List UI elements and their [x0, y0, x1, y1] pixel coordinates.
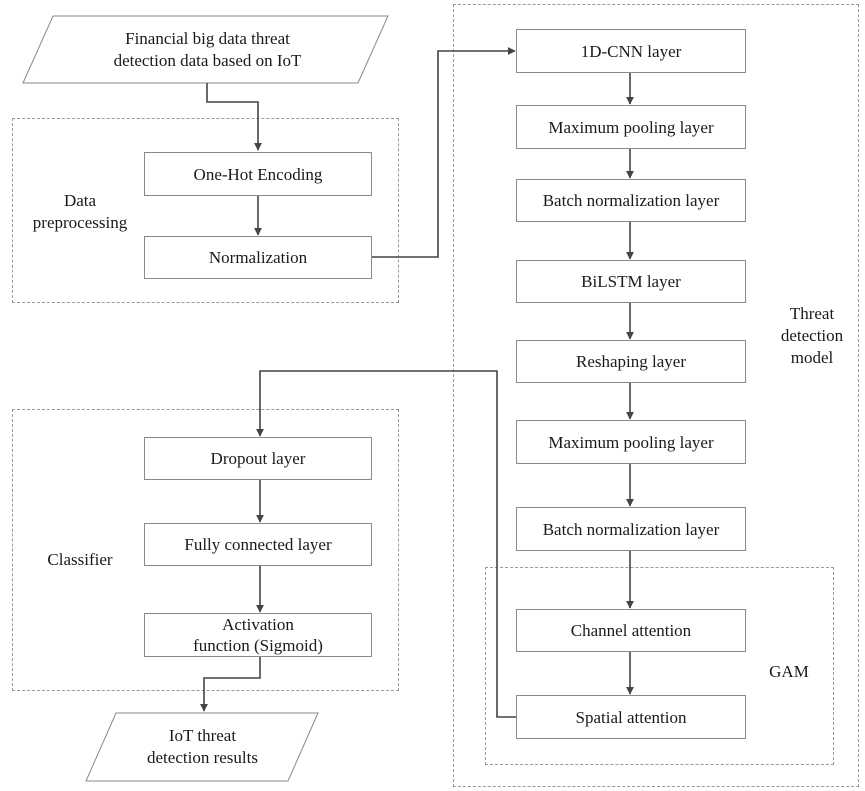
model-layer-reshaping: Reshaping layer: [516, 340, 746, 383]
arrow-normalization-to-cnn: [371, 47, 516, 258]
dropout-layer-box: Dropout layer: [144, 437, 372, 480]
model-label-line-3: model: [790, 348, 834, 367]
activation-function-box: Activation function (Sigmoid): [144, 613, 372, 657]
model-layer-batchnorm-1: Batch normalization layer: [516, 179, 746, 222]
gam-group: [485, 567, 834, 765]
model-label-line-1: Threat: [789, 304, 835, 323]
output-line-1: IoT threat: [168, 726, 237, 745]
fully-connected-layer-box: Fully connected layer: [144, 523, 372, 566]
model-layer-maxpool-2: Maximum pooling layer: [516, 420, 746, 464]
input-line-1: Financial big data threat: [125, 29, 290, 48]
normalization-box: Normalization: [144, 236, 372, 279]
preprocessing-label-line-1: Data: [63, 191, 97, 210]
threat-detection-model-label: Threat detection model: [770, 303, 854, 369]
preprocessing-group: [12, 118, 399, 303]
model-layer-batchnorm-2: Batch normalization layer: [516, 507, 746, 551]
gam-group-label: GAM: [769, 662, 809, 681]
preprocessing-label-line-2: preprocessing: [32, 213, 128, 232]
output-results-label: IoT threat detection results: [110, 722, 295, 772]
input-data-label: Financial big data threat detection data …: [60, 26, 355, 74]
classifier-group: [12, 409, 399, 691]
output-parallelogram: [85, 712, 319, 782]
channel-attention-box: Channel attention: [516, 609, 746, 652]
onehot-encoding-box: One-Hot Encoding: [144, 152, 372, 196]
model-label-line-2: detection: [780, 326, 844, 345]
model-layer-cnn: 1D-CNN layer: [516, 29, 746, 73]
model-layer-maxpool-1: Maximum pooling layer: [516, 105, 746, 149]
classifier-group-label: Classifier: [47, 550, 113, 569]
arrow-activation-to-output: [200, 656, 261, 712]
output-line-2: detection results: [147, 748, 258, 767]
activation-line-2: function (Sigmoid): [193, 636, 323, 655]
input-parallelogram: [22, 15, 389, 84]
threat-detection-model-group: [453, 4, 859, 787]
model-layer-bilstm: BiLSTM layer: [516, 260, 746, 303]
preprocessing-group-label: Data preprocessing: [18, 190, 142, 234]
spatial-attention-box: Spatial attention: [516, 695, 746, 739]
arrow-spatial-to-dropout: [256, 370, 516, 718]
arrow-input-to-onehot: [206, 83, 262, 151]
activation-line-1: Activation: [222, 615, 294, 634]
input-line-2: detection data based on IoT: [113, 51, 302, 70]
